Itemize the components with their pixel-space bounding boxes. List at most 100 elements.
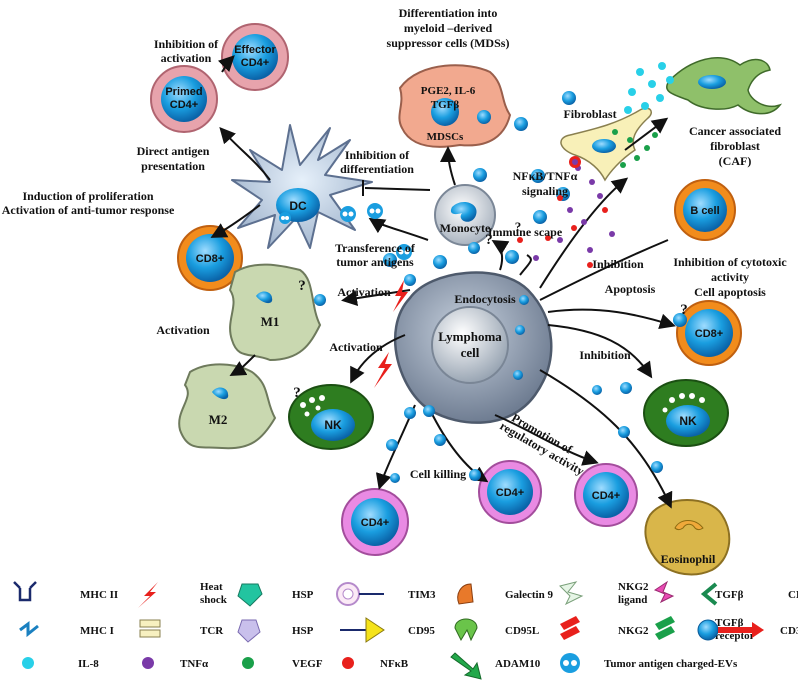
endocytosis-label: Endocytosis	[454, 292, 516, 306]
fibroblast-label: Fibroblast	[563, 107, 616, 121]
legend-label: shock	[200, 594, 228, 606]
mhc1-icon	[19, 621, 39, 638]
induction-2: Activation of anti-tumor response	[2, 203, 175, 217]
legend-label: CD30-charged	[780, 625, 798, 637]
inhib-cyto-1: Inhibition of cytotoxic	[673, 255, 787, 269]
cell-killing-label: Cell killing	[410, 467, 466, 481]
m2-label: M2	[209, 412, 228, 427]
galectin9-icon	[457, 583, 474, 605]
legend-item: Tumor antigen charged-EVs	[560, 653, 738, 673]
caf-2: fibroblast	[710, 139, 760, 153]
arrow-transference	[368, 217, 429, 241]
legend-item: HSP	[237, 583, 314, 607]
nfkb-icon	[342, 657, 354, 669]
activation-m1-label: Activation	[337, 285, 391, 299]
tim3-icon	[336, 582, 384, 606]
arrow-immune-loop	[519, 254, 532, 276]
inhib-activation-1: Inhibition of	[154, 37, 219, 51]
effector-label: Effector	[234, 44, 276, 56]
legend-item: VEGF	[242, 657, 323, 670]
question-cd8: ?	[680, 302, 688, 318]
inhibition-diff-line	[364, 187, 431, 191]
cd4-cell-left: CD4+	[341, 488, 409, 556]
legend-label: HSP	[292, 589, 314, 601]
legend-item: IL-8	[22, 657, 99, 670]
m2-macrophage: M2	[178, 363, 277, 450]
mdsc-inner2: TGFβ	[431, 99, 460, 111]
cd8-right-label: CD8+	[695, 328, 723, 340]
legend-item: TIM3	[336, 582, 436, 606]
legend-item: MHC II	[13, 581, 118, 602]
legend-item: CD95	[340, 617, 435, 643]
question-nk: ?	[293, 385, 301, 401]
primed-cd4-label: CD4+	[170, 99, 198, 111]
mhc2-icon	[13, 581, 37, 602]
m1-label: M1	[261, 314, 280, 329]
legend-label: VEGF	[292, 658, 323, 670]
question-monocyte: ?	[485, 232, 493, 248]
primed-cd4-cell: Primed CD4+	[150, 65, 218, 133]
legend-item: TNFα	[142, 657, 209, 670]
legend-item: CD95L	[454, 618, 539, 642]
immune-scape: Immune scape	[488, 225, 563, 239]
arrow-monocyte-mdsc	[440, 146, 457, 186]
arrow-m1-m2	[229, 354, 256, 376]
cd95-icon	[340, 617, 385, 643]
heat-shock-bolts	[374, 280, 408, 388]
arrow-inhib-bcell	[539, 239, 669, 301]
legend-label: NKG2	[618, 625, 649, 637]
legend-label: CD95L	[505, 625, 539, 637]
inhib-diff-2: differentiation	[340, 162, 414, 176]
cd4-cell-right: CD4+	[574, 463, 638, 527]
fibroblast-cell	[560, 107, 652, 182]
arrow-caf	[624, 117, 669, 151]
legend-item: NFκB	[342, 657, 409, 670]
mdsc-title-1: Differentiation into	[399, 6, 498, 20]
vegf-icon	[242, 657, 254, 669]
arrow-promotion	[494, 414, 599, 466]
effector-cd4-label: CD4+	[241, 57, 269, 69]
legend-label: ADAM10	[495, 658, 541, 670]
legend-label: MHC II	[80, 589, 118, 601]
arrow-dc-cd8	[210, 204, 261, 238]
primed-label: Primed	[165, 86, 202, 98]
b-cell: B cell	[674, 179, 736, 241]
mdsc-title-3: suppressor cells (MDSs)	[387, 36, 510, 50]
legend-item: CD30-charged	[697, 619, 798, 641]
tcr-icon	[139, 619, 161, 638]
legend-item: MHC I	[19, 621, 114, 638]
cd8-left-label: CD8+	[196, 253, 224, 265]
legend-label: MHC I	[80, 625, 114, 637]
cd30l-icon	[700, 582, 718, 606]
apoptosis-label: Apoptosis	[605, 282, 656, 296]
legend-label: ligand	[618, 594, 647, 606]
transference-2: tumor antigens	[336, 255, 414, 269]
nkg2-ligand-icon	[559, 581, 584, 606]
cd4-a-label: CD4+	[361, 517, 389, 529]
mdsc-label: MDSCs	[427, 131, 464, 143]
direct-antigen-1: Direct antigen	[137, 144, 210, 158]
tnfa-icon	[142, 657, 154, 669]
monocyte-cell: Monocyte	[434, 184, 496, 246]
inhibition-nk-label: Inhibition	[579, 348, 631, 362]
m1-macrophage: M1	[228, 263, 322, 362]
nfkb-1: NFκB/TNFα	[513, 169, 578, 183]
cd4-cell-middle: CD4+	[478, 460, 542, 524]
adam10-icon	[450, 652, 482, 680]
tgfb-icon	[653, 580, 675, 604]
lymphoma-label2: cell	[461, 345, 480, 360]
caf-3: (CAF)	[719, 154, 752, 168]
cd30-charged-icon	[697, 619, 764, 641]
tumor-antigen-evs	[279, 203, 412, 260]
legend-item: ADAM10	[450, 652, 541, 680]
tgfb-receptor-icon	[655, 616, 675, 640]
arrow-inhib-nk	[547, 324, 653, 379]
legend-item: TGFβ	[653, 580, 744, 604]
caf-1: Cancer associated	[689, 124, 781, 138]
arrow-primed-effector	[217, 55, 235, 73]
arrow-monocyte	[491, 239, 510, 271]
monocyte-label: Monocyte	[440, 221, 491, 235]
